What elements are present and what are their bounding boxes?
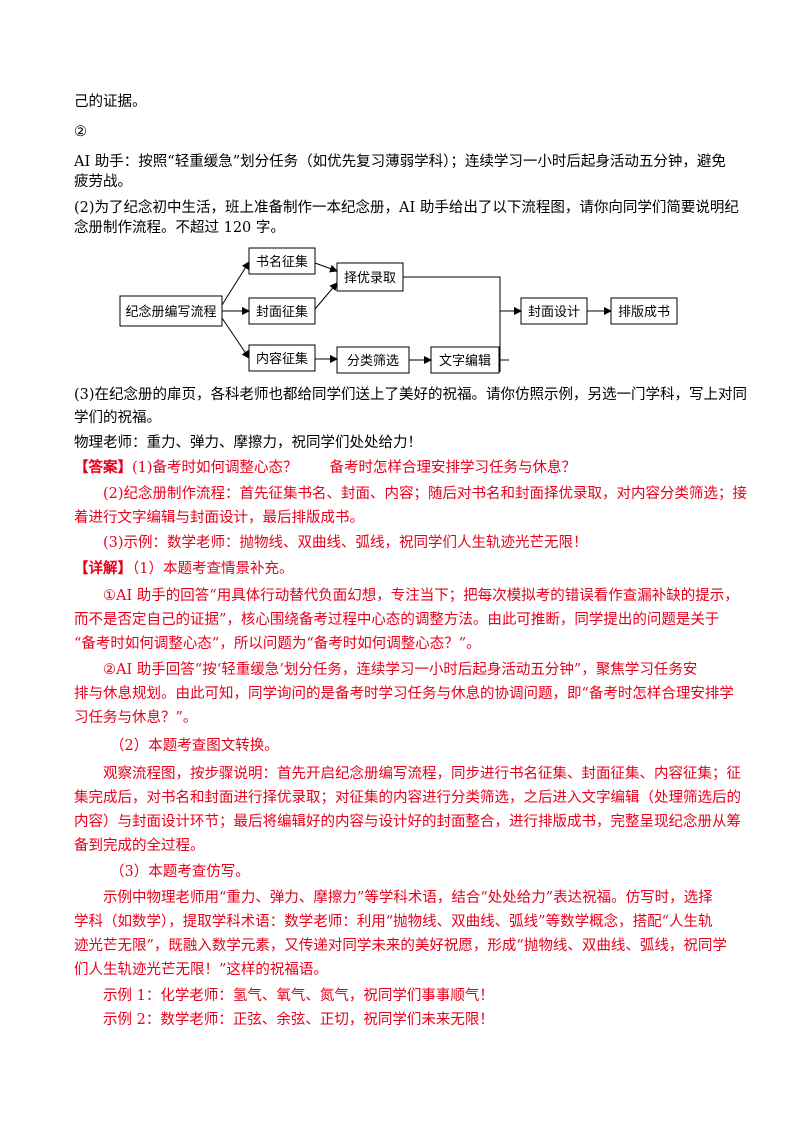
- answer-3: (3)示例：数学老师：抛物线、双曲线、弧线，祝同学们人生轨迹光芒无限！: [103, 535, 588, 551]
- flowchart: 纪念册编写流程 书名征集 封面征集 内容征集 择优录取 分类筛选 文字编辑 封面…: [119, 247, 678, 374]
- text-line: 己的证据。: [74, 94, 147, 110]
- detail-heading: （3）本题考查仿写。: [110, 864, 250, 880]
- question-2: 念册制作流程。不超过 120 字。: [74, 220, 285, 236]
- answer-2: 着进行文字编辑与封面设计，最后排版成书。: [74, 510, 364, 526]
- detail-para: 学科（如数学），提取学科术语：数学老师：利用“抛物线、双曲线、弧线”等数学概念，…: [74, 914, 713, 930]
- detail-1: （1）本题考查情景补充。: [132, 561, 294, 577]
- flow-node-cover-collect: 封面征集: [248, 297, 316, 325]
- example-2: 示例 2：数学老师：正弦、余弦、正切，祝同学们未来无限！: [103, 1012, 494, 1028]
- flow-arrow: [314, 262, 338, 273]
- flow-node-text-edit: 文字编辑: [430, 346, 500, 374]
- flow-node-content-collect: 内容征集: [248, 344, 316, 372]
- flow-classify-label: 分类筛选: [347, 354, 399, 369]
- detail-para: 集完成后，对书名和封面进行择优录取；对征集的内容进行分类筛选，之后进入文字编辑（…: [74, 790, 741, 806]
- flow-node-select-best: 择优录取: [336, 262, 404, 292]
- flow-node-layout: 排版成书: [610, 297, 678, 325]
- flow-node-classify: 分类筛选: [336, 346, 410, 374]
- flow-cover-collect-label: 封面征集: [256, 304, 308, 320]
- flow-content-collect-label: 内容征集: [256, 351, 308, 367]
- detail-para: ②AI 助手回答“按‘轻重缓急’划分任务，连续学习一小时后起身活动五分钟”，聚焦…: [103, 662, 698, 678]
- flow-arrow: [314, 282, 338, 310]
- detail-label: 【详解】: [74, 560, 132, 577]
- flow-start-label: 纪念册编写流程: [125, 304, 216, 320]
- flow-node-start: 纪念册编写流程: [119, 295, 223, 327]
- flow-connector: [403, 276, 501, 372]
- detail-para: 而不是否定自己的证据”，核心围绕备考过程中心态的调整方法。由此可推断，同学提出的…: [74, 612, 720, 628]
- flow-title-collect-label: 书名征集: [256, 254, 308, 270]
- flow-text-edit-label: 文字编辑: [439, 354, 491, 369]
- flow-arrow: [221, 317, 250, 359]
- answer-1b: 备考时怎样合理安排学习任务与休息？: [329, 460, 577, 476]
- detail-para: 排与休息规划。由此可知，同学询问的是备考时学习任务与休息的协调问题，即“备考时怎…: [74, 686, 734, 702]
- answer-line: 【答案】(1)备考时如何调整心态？ 备考时怎样合理安排学习任务与休息？: [74, 458, 576, 478]
- question-3: (3)在纪念册的扉页，各科老师也都给同学们送上了美好的祝福。请你仿照示例，另选一…: [74, 387, 748, 403]
- answer-1a: (1)备考时如何调整心态？: [132, 460, 298, 476]
- flow-arrow: [221, 261, 250, 306]
- answer-label: 【答案】: [74, 459, 132, 476]
- detail-heading: （2）本题考查图文转换。: [110, 738, 279, 754]
- detail-para: 习任务与休息？”。: [74, 710, 198, 726]
- flow-node-cover-design: 封面设计: [520, 297, 588, 325]
- detail-para: ①AI 助手的回答“用具体行动替代负面幻想，专注当下；把每次模拟考的错误看作查漏…: [103, 588, 739, 604]
- detail-para: 迹光芒无限”，既融入数学元素，又传递对同学未来的美好祝愿，形成“抛物线、双曲线、…: [74, 938, 727, 954]
- detail-para: 示例中物理老师用“重力、弹力、摩擦力”等学科术语，结合“处处给力”表达祝福。仿写…: [103, 890, 713, 906]
- flow-node-title-collect: 书名征集: [248, 247, 316, 275]
- flow-select-best-label: 择优录取: [344, 271, 396, 286]
- text-line: AI 助手：按照“轻重缓急”划分任务（如优先复习薄弱学科）；连续学习一小时后起身…: [74, 154, 726, 170]
- detail-line: 【详解】（1）本题考查情景补充。: [74, 559, 293, 579]
- text-line: 疲劳战。: [74, 174, 132, 190]
- detail-para: 观察流程图，按步骤说明：首先开启纪念册编写流程，同步进行书名征集、封面征集、内容…: [103, 766, 741, 782]
- detail-para: “备考时如何调整心态”，所以问题为“备考时如何调整心态？”。: [74, 636, 481, 652]
- flow-layout-label: 排版成书: [618, 305, 670, 320]
- detail-para: 备到完成的全过程。: [74, 838, 205, 854]
- detail-para: 们人生轨迹光芒无限！”这样的祝福语。: [74, 962, 328, 978]
- answer-2: (2)纪念册制作流程：首先征集书名、封面、内容；随后对书名和封面择优录取，对内容…: [103, 486, 748, 502]
- question-3: 学们的祝福。: [74, 410, 161, 426]
- example-1: 示例 1：化学老师：氢气、氧气、氮气，祝同学们事事顺气！: [103, 988, 494, 1004]
- example-line: 物理老师：重力、弹力、摩擦力，祝同学们处处给力！: [74, 435, 422, 451]
- detail-para: 内容）与封面设计环节；最后将编辑好的内容与设计好的封面整合，进行排版成书，完整呈…: [74, 814, 741, 830]
- question-2: (2)为了纪念初中生活，班上准备制作一本纪念册，AI 助手给出了以下流程图，请你…: [74, 200, 739, 216]
- flow-cover-design-label: 封面设计: [528, 305, 580, 320]
- text-line: ②: [74, 124, 87, 140]
